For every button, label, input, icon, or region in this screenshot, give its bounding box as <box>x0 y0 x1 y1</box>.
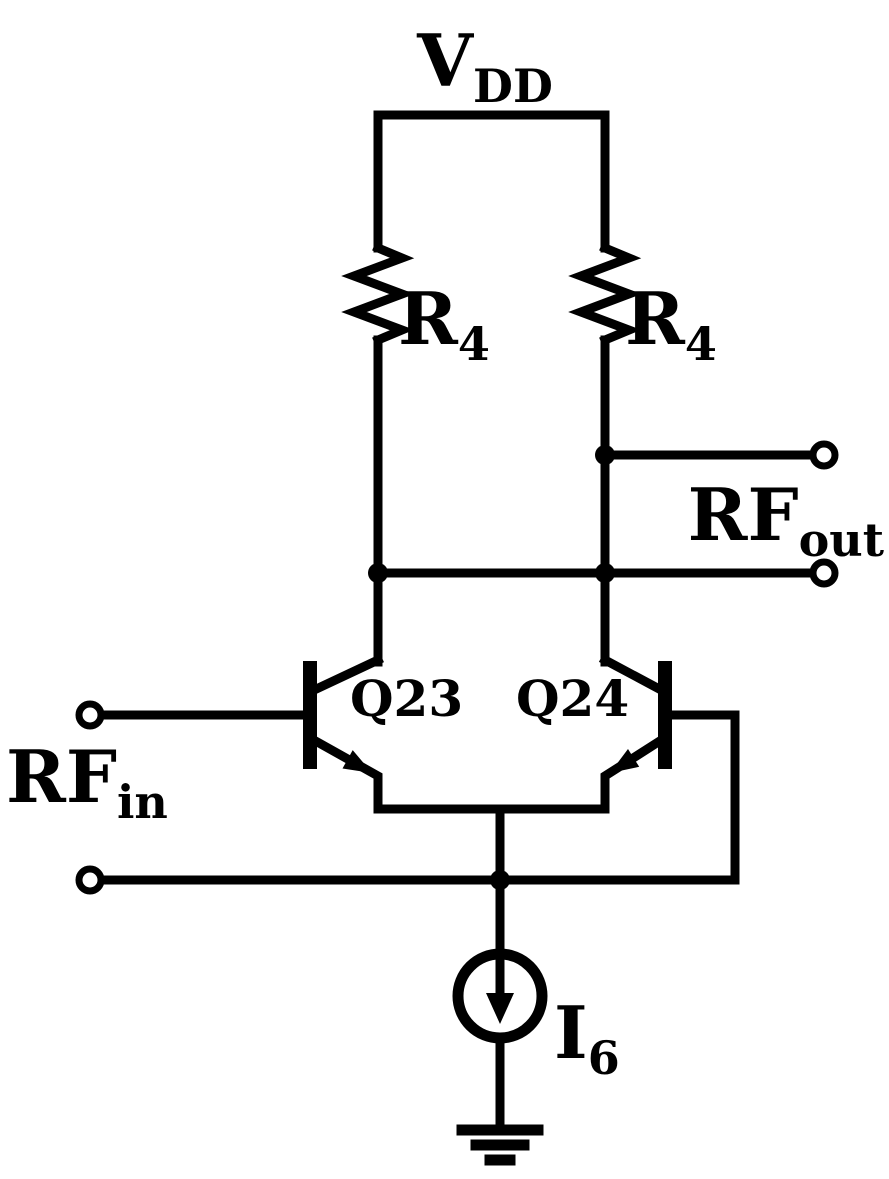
rfout-label: RFout <box>688 472 885 567</box>
junction-dot-left-collector <box>368 563 388 583</box>
rfin-label: RFin <box>6 734 168 829</box>
junction-dot-tail <box>490 870 510 890</box>
wire-rfin-bottom-to-q24-base <box>95 710 740 885</box>
i6-label: I6 <box>554 990 620 1085</box>
terminal-rfin-plus <box>75 700 105 730</box>
q24-label: Q24 <box>516 669 629 728</box>
q23-label: Q23 <box>350 669 463 728</box>
q24-emitter <box>600 732 670 814</box>
junction-dot-rfout-top <box>595 445 615 465</box>
ground-symbol <box>456 1033 544 1166</box>
current-source-arrow-icon <box>486 993 514 1024</box>
vdd-rail-wire <box>373 110 610 253</box>
q23-collector <box>306 654 384 697</box>
vdd-label: VDD <box>416 18 553 113</box>
r4-right-label: R4 <box>625 276 717 371</box>
q24-emitter-arrow-icon <box>610 749 640 773</box>
junction-dot-right-collector <box>595 563 615 583</box>
q23-emitter <box>305 732 383 814</box>
terminal-rfin-minus <box>75 865 105 895</box>
current-source-i6 <box>452 948 548 1044</box>
resistor-r4-left <box>341 242 415 346</box>
terminal-rfout-minus <box>809 558 839 588</box>
q24-collector <box>598 653 670 698</box>
resistor-r4-right <box>568 242 642 346</box>
r4-left-label: R4 <box>398 276 490 371</box>
q23-emitter-arrow-icon <box>342 750 372 773</box>
terminal-rfout-plus <box>809 440 839 470</box>
